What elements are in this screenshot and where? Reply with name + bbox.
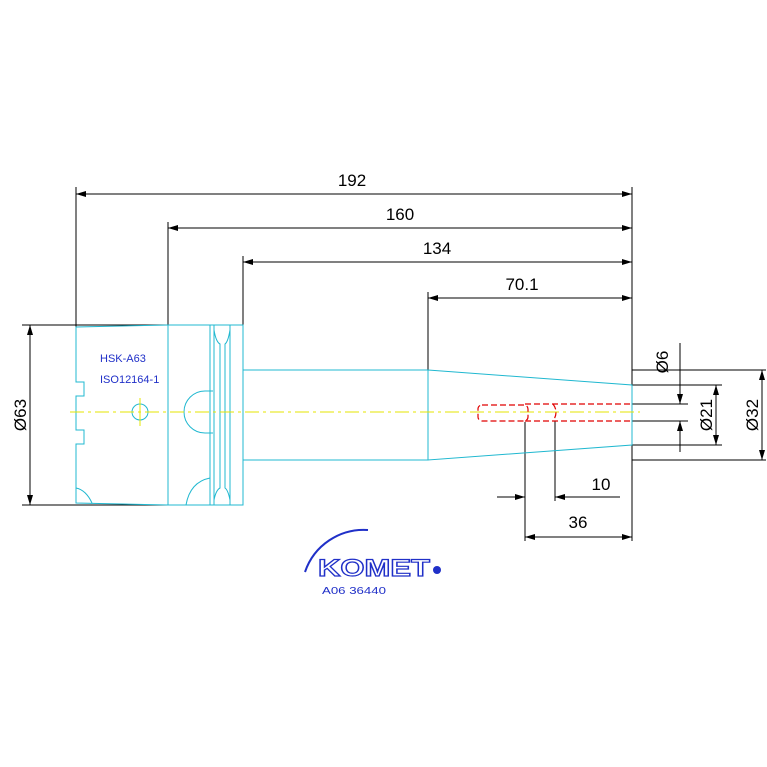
cylindrical-shank bbox=[242, 369, 429, 461]
hsk-bottom-curve bbox=[75, 487, 93, 504]
tool-holder-body bbox=[75, 324, 633, 506]
logo-arc bbox=[304, 528, 369, 573]
flange bbox=[167, 324, 211, 506]
dim-text-d32: Ø32 bbox=[743, 399, 762, 431]
hsk-shank-outline bbox=[75, 324, 169, 506]
dim-text-d6: Ø6 bbox=[653, 351, 672, 374]
collar bbox=[229, 324, 244, 506]
dim-text-134: 134 bbox=[423, 239, 451, 258]
tapered-nose bbox=[427, 369, 633, 461]
hidden-bore bbox=[477, 403, 632, 422]
standard-label: ISO12164-1 bbox=[100, 374, 159, 386]
komet-logo: KOMET A06 36440 bbox=[304, 528, 441, 597]
dimension-texts: 192 160 134 70.1 Ø63 Ø6 Ø21 Ø32 10 36 bbox=[11, 171, 762, 532]
dim-text-70-1: 70.1 bbox=[505, 275, 538, 294]
dimension-lines bbox=[27, 191, 765, 540]
dim-text-10: 10 bbox=[592, 475, 611, 494]
gripper-groove bbox=[210, 324, 243, 506]
dim-text-192: 192 bbox=[338, 171, 366, 190]
flange-bottom-curve bbox=[185, 477, 211, 506]
part-number: A06 36440 bbox=[322, 586, 387, 597]
dim-text-160: 160 bbox=[386, 205, 414, 224]
dim-text-36: 36 bbox=[569, 513, 588, 532]
dim-text-d21: Ø21 bbox=[697, 399, 716, 431]
pilot-bore bbox=[477, 404, 529, 422]
bore-step-curve bbox=[552, 403, 557, 422]
registered-mark-icon bbox=[433, 566, 441, 574]
dim-text-d63: Ø63 bbox=[11, 399, 30, 431]
interface-label: HSK-A63 bbox=[100, 353, 146, 365]
logo-brand: KOMET bbox=[318, 555, 430, 582]
